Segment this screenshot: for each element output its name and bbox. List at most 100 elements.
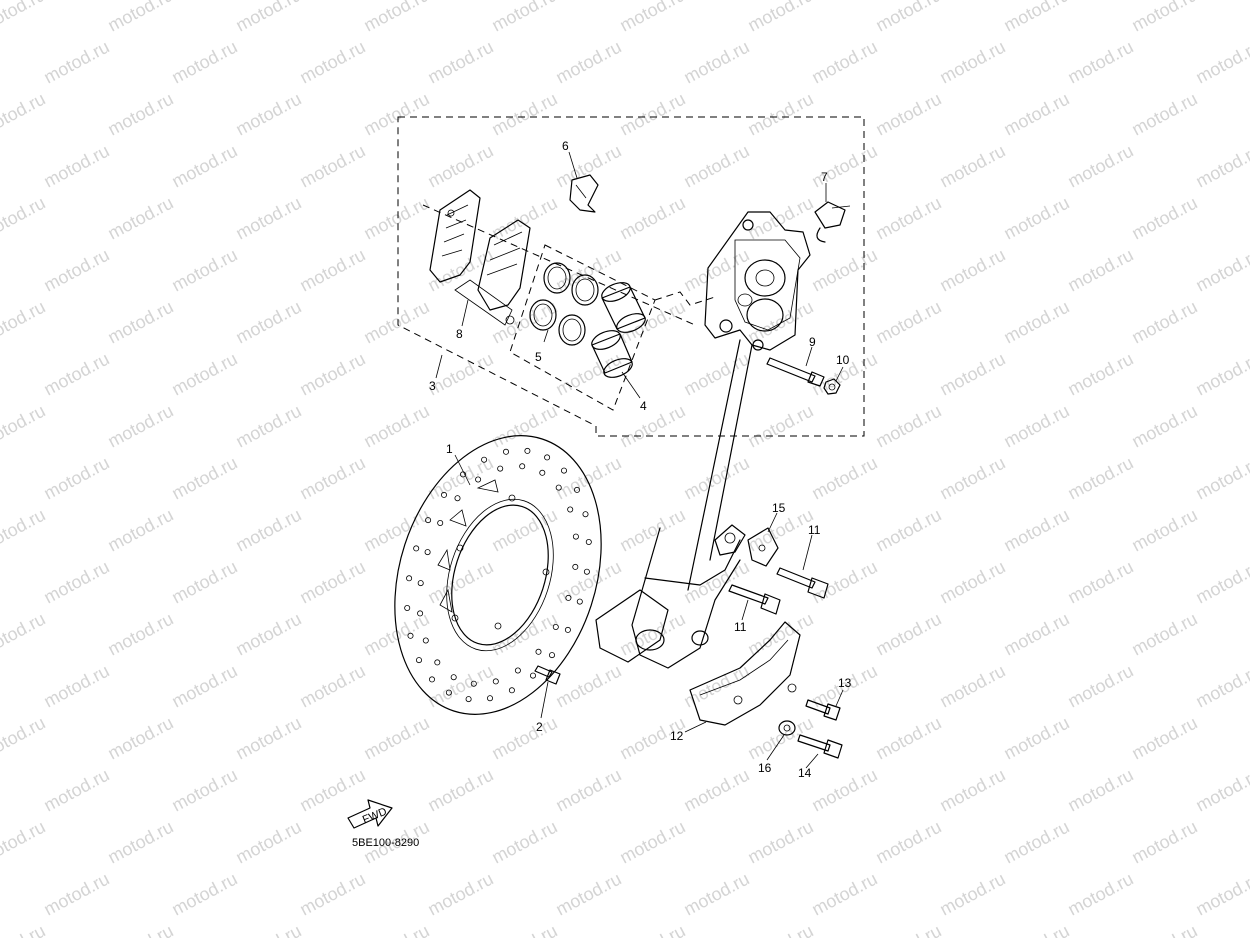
bolt-lower xyxy=(728,584,781,615)
watermark-text: motod.ru xyxy=(1192,349,1250,400)
diagram-code: 5BE100-8290 xyxy=(352,837,419,849)
watermark-text: motod.ru xyxy=(872,817,944,868)
watermark-text: motod.ru xyxy=(680,869,752,920)
watermark-text: motod.ru xyxy=(360,297,432,348)
caliper-assembly-group xyxy=(397,116,865,437)
disc-hole xyxy=(567,506,574,513)
watermark-text: motod.ru xyxy=(680,453,752,504)
watermark-text: motod.ru xyxy=(1000,921,1072,938)
bolt-13 xyxy=(805,699,841,721)
disc-hole xyxy=(519,463,526,470)
watermark-text: motod.ru xyxy=(40,141,112,192)
watermark-text: motod.ru xyxy=(360,89,432,140)
watermark-text: motod.ru xyxy=(360,505,432,556)
disc-hole xyxy=(552,624,559,631)
disc-hole xyxy=(481,456,488,463)
watermark-text: motod.ru xyxy=(616,0,688,36)
watermark-text: motod.ru xyxy=(488,401,560,452)
watermark-text: motod.ru xyxy=(424,661,496,712)
watermark-text: motod.ru xyxy=(872,921,944,938)
watermark-text: motod.ru xyxy=(936,37,1008,88)
callout-14: 14 xyxy=(798,766,812,780)
watermark-text: motod.ru xyxy=(808,37,880,88)
watermark-text: motod.ru xyxy=(936,453,1008,504)
disc-hole xyxy=(585,539,592,546)
disc-hole xyxy=(583,568,590,575)
watermark-text: motod.ru xyxy=(936,557,1008,608)
watermark-text: motod.ru xyxy=(616,505,688,556)
watermark-text: motod.ru xyxy=(744,401,816,452)
watermark-text: motod.ru xyxy=(40,661,112,712)
disc-hole xyxy=(404,605,411,612)
watermark-text: motod.ru xyxy=(232,401,304,452)
callout-11-lower: 11 xyxy=(734,620,747,634)
fwd-arrow-label: FWD xyxy=(361,806,389,827)
watermark-text: motod.ru xyxy=(1192,557,1250,608)
watermark-text: motod.ru xyxy=(360,713,432,764)
watermark-text: motod.ru xyxy=(296,37,368,88)
disc-hole xyxy=(450,674,457,681)
watermark-text: motod.ru xyxy=(680,765,752,816)
disc-hole xyxy=(514,667,521,674)
watermark-text: motod.ru xyxy=(0,0,49,36)
disc-hole xyxy=(555,484,562,491)
disc-hole xyxy=(407,632,414,639)
watermark-text: motod.ru xyxy=(1128,505,1200,556)
watermark-text: motod.ru xyxy=(552,453,624,504)
watermark-text: motod.ru xyxy=(872,505,944,556)
watermark-text: motod.ru xyxy=(104,0,176,36)
watermark-text: motod.ru xyxy=(360,609,432,660)
disc-hole xyxy=(417,580,424,587)
disc-hole xyxy=(470,680,477,687)
callout-6: 6 xyxy=(562,139,569,153)
callout-4: 4 xyxy=(640,399,647,413)
watermark-text: motod.ru xyxy=(40,453,112,504)
watermark-text: motod.ru xyxy=(808,765,880,816)
watermark-text: motod.ru xyxy=(552,765,624,816)
watermark-text: motod.ru xyxy=(1128,609,1200,660)
watermark-text: motod.ru xyxy=(936,869,1008,920)
disc-hole xyxy=(440,491,447,498)
watermark-text: motod.ru xyxy=(744,89,816,140)
watermark-text: motod.ru xyxy=(0,609,49,660)
watermark-text: motod.ru xyxy=(872,401,944,452)
watermark-text: motod.ru xyxy=(296,557,368,608)
watermark-text: motod.ru xyxy=(424,245,496,296)
watermark-text: motod.ru xyxy=(808,141,880,192)
watermark-text: motod.ru xyxy=(232,89,304,140)
callout-13: 13 xyxy=(838,676,852,690)
watermark-text: motod.ru xyxy=(360,401,432,452)
watermark-text: motod.ru xyxy=(1192,661,1250,712)
watermark-text: motod.ru xyxy=(744,713,816,764)
watermark-text: motod.ru xyxy=(0,505,49,556)
watermark-text: motod.ru xyxy=(680,245,752,296)
watermark-text: motod.ru xyxy=(488,817,560,868)
watermark-text: motod.ru xyxy=(296,453,368,504)
disc-hole xyxy=(406,575,413,582)
disc-hole xyxy=(465,696,472,703)
watermark-text: motod.ru xyxy=(1064,557,1136,608)
watermark-text: motod.ru xyxy=(168,349,240,400)
disc-hole xyxy=(486,695,493,702)
watermark-text: motod.ru xyxy=(104,193,176,244)
watermark-text: motod.ru xyxy=(104,401,176,452)
disc-hole xyxy=(415,657,422,664)
disc-hole xyxy=(582,511,589,518)
watermark-text: motod.ru xyxy=(616,921,688,938)
washer xyxy=(778,720,796,736)
watermark-text: motod.ru xyxy=(1000,401,1072,452)
watermark-text: motod.ru xyxy=(360,921,432,938)
watermark-text: motod.ru xyxy=(1128,713,1200,764)
disc-hole xyxy=(437,520,444,527)
watermark-text: motod.ru xyxy=(0,89,49,140)
watermark-text: motod.ru xyxy=(872,0,944,36)
brake-disc xyxy=(394,435,602,715)
watermark-text: motod.ru xyxy=(1064,765,1136,816)
guard-bracket xyxy=(747,527,779,567)
callout-11-upper: 11 xyxy=(808,523,821,537)
watermark-text: motod.ru xyxy=(488,0,560,36)
watermark-text: motod.ru xyxy=(744,817,816,868)
disc-hole xyxy=(535,648,542,655)
watermark-text: motod.ru xyxy=(168,557,240,608)
